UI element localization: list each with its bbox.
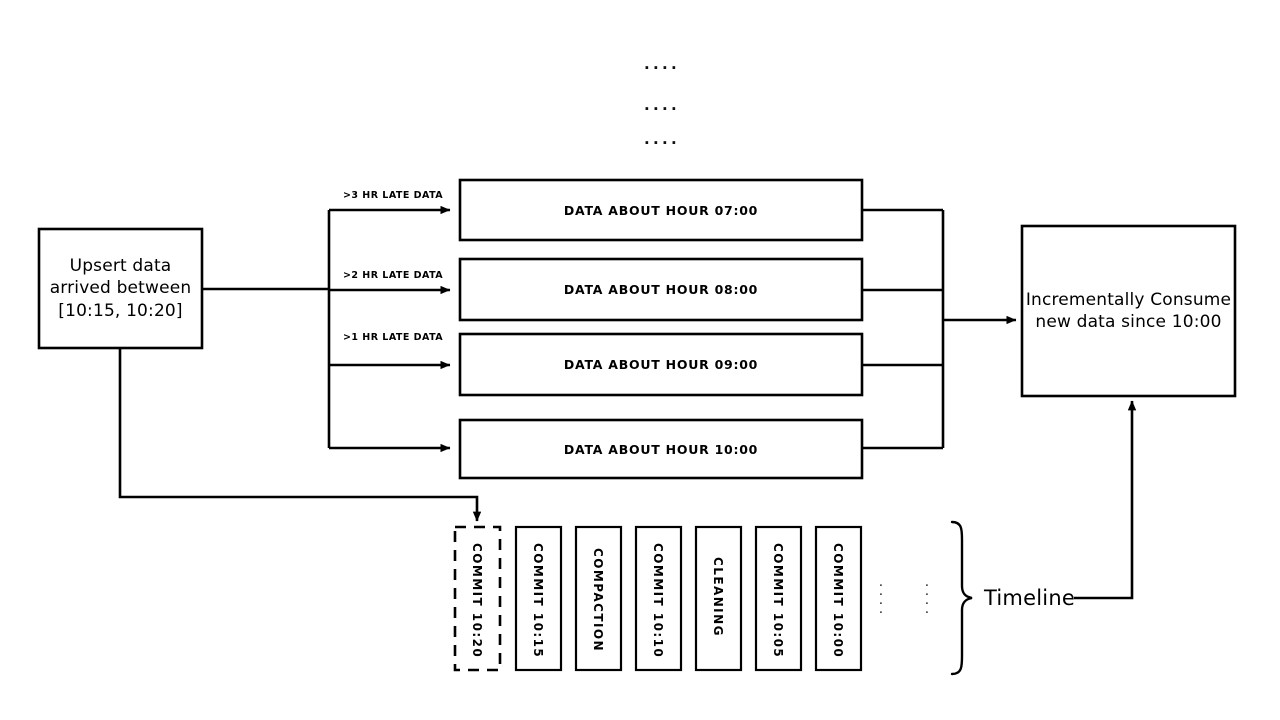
timeline-to-consumer-path [1074, 400, 1137, 600]
ellipsis-row-1: .... [644, 55, 680, 73]
dot-4: . [878, 602, 884, 617]
partition-box-outline-0 [458, 178, 864, 242]
partition-box-outline-1 [458, 257, 864, 322]
instant-label-cleaning[interactable]: CLEANING [711, 557, 725, 637]
instant-label-compaction[interactable]: COMPACTION [591, 548, 605, 653]
edge-label-late-3hr: >3 HR LATE DATA [343, 190, 444, 201]
instant-label-commit-1015[interactable]: COMMIT 10:15 [531, 543, 545, 659]
dot-4: . [924, 602, 930, 617]
dot-2: . [924, 584, 930, 599]
dot-3: . [924, 593, 930, 608]
instant-box-outline-0 [453, 525, 502, 672]
instant-box-outline-3 [634, 525, 683, 672]
timeline-caption: Timeline [984, 586, 1075, 610]
instant-box-outline-1 [514, 525, 563, 672]
edge-label-late-1hr: >1 HR LATE DATA [343, 332, 444, 343]
dot-2: . [878, 584, 884, 599]
instant-label-commit-1005[interactable]: COMMIT 10:05 [771, 543, 785, 659]
consumer-box-outline [1020, 224, 1237, 398]
partition-box-outline-2 [458, 332, 864, 397]
instant-label-commit-1020[interactable]: COMMIT 10:20 [470, 543, 484, 659]
instant-label-commit-1010[interactable]: COMMIT 10:10 [651, 543, 665, 659]
ellipsis-row-3: .... [644, 130, 680, 148]
dot-1: . [878, 575, 884, 590]
instant-box-outline-4 [694, 525, 743, 672]
upsert-source-box-outline [37, 227, 204, 350]
dot-1: . [924, 575, 930, 590]
edge-label-late-2hr: >2 HR LATE DATA [343, 270, 444, 281]
source-to-commit-path [118, 348, 482, 522]
ellipsis-row-2: .... [644, 96, 680, 114]
timeline-brace [950, 520, 973, 676]
partition-box-outline-3 [458, 418, 864, 480]
timeline-gap-dots-left: . . . . [874, 575, 888, 617]
instant-label-commit-1000[interactable]: COMMIT 10:00 [831, 543, 845, 659]
instant-box-outline-2 [574, 525, 623, 672]
instant-box-outline-6 [814, 525, 863, 672]
dot-3: . [878, 593, 884, 608]
instant-box-outline-5 [754, 525, 803, 672]
timeline-gap-dots-right: . . . . [920, 575, 934, 617]
